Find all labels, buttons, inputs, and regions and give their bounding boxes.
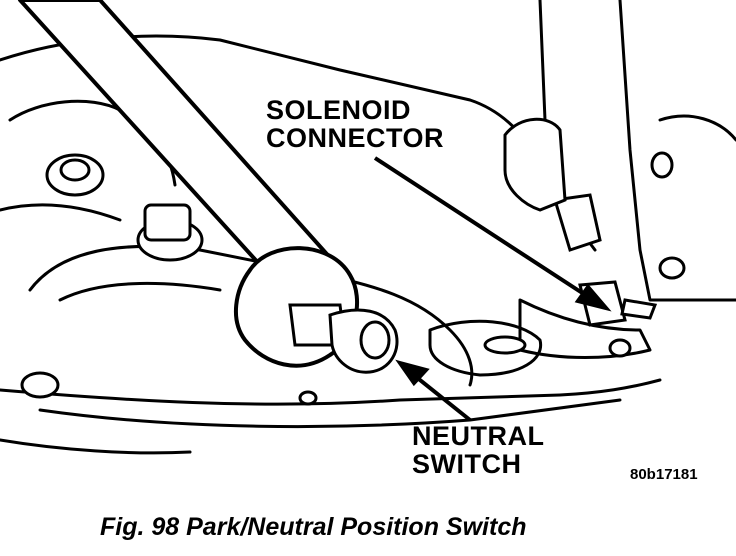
casting-ridge <box>0 203 122 222</box>
boss-inner-face <box>58 281 222 302</box>
figure-code: 80b17181 <box>630 466 698 483</box>
pan-lower-lip <box>0 438 192 455</box>
right-panel-edge <box>618 0 736 302</box>
bolt-head-left-inner <box>59 158 91 182</box>
neutral-label-line2: SWITCH <box>412 449 522 480</box>
solenoid-connector <box>503 117 658 327</box>
boss-stud-shaft <box>143 203 192 242</box>
figure-caption: Fig. 98 Park/Neutral Position Switch <box>100 513 527 541</box>
solenoid-plate <box>518 298 652 359</box>
mount-tab <box>428 319 543 377</box>
bolt-head-right-pan <box>608 338 632 358</box>
raised-boss-outline <box>28 244 474 387</box>
neutral-label-line1: NEUTRAL <box>412 421 545 451</box>
neutral-switch-label: NEUTRAL SWITCH <box>412 422 545 479</box>
solenoid-arrowhead <box>574 283 612 312</box>
neutral-switch <box>288 303 399 374</box>
right-housing <box>658 114 736 142</box>
bolt-head-right-small <box>658 256 686 280</box>
neutral-arrowhead <box>395 359 430 387</box>
lower-pan-edge <box>0 378 662 406</box>
pan-lip <box>38 398 622 429</box>
solenoid-connector-label: SOLENOID CONNECTOR <box>266 96 444 153</box>
bolt-head-far-right <box>650 151 674 179</box>
solenoid-label-line1: SOLENOID <box>266 95 412 125</box>
solenoid-label-line2: CONNECTOR <box>266 123 445 154</box>
solenoid-leader <box>373 156 592 300</box>
neutral-leader <box>408 370 472 422</box>
bolt-head-lower-mid <box>298 390 318 406</box>
bolt-head-lower-left <box>20 371 60 399</box>
mount-tab-hole <box>483 335 527 355</box>
